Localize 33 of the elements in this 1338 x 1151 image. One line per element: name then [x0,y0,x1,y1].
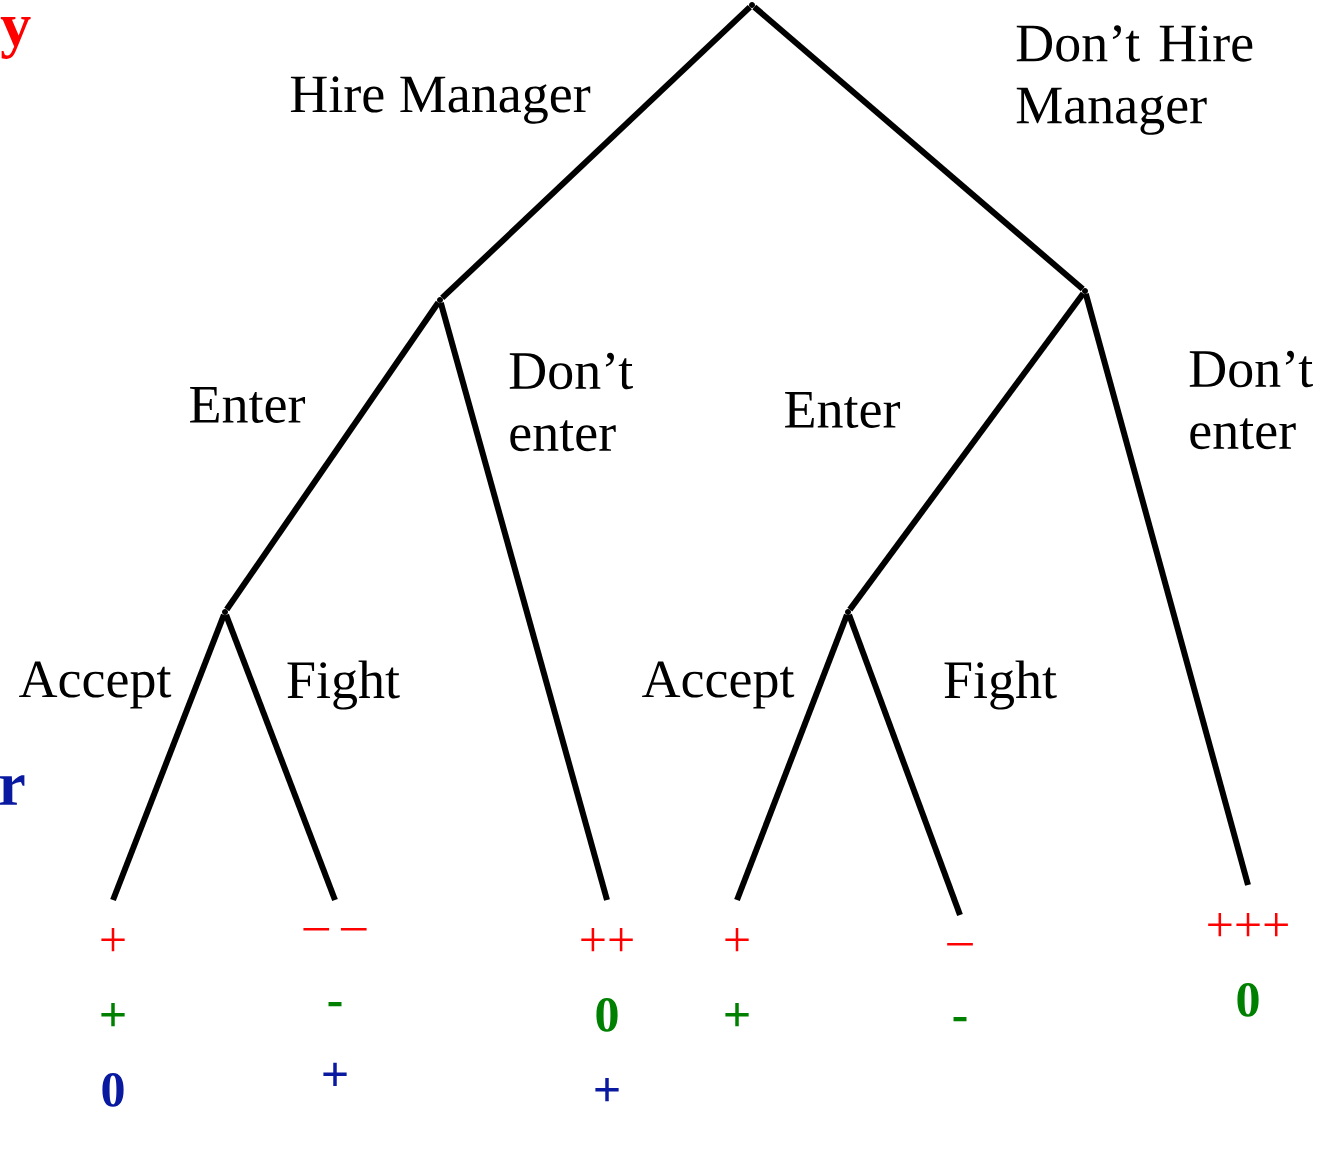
tree-branch [110,613,227,902]
edge-label: Hire Manager [290,76,591,124]
tree-branch [752,4,1085,292]
tree-branch [437,302,610,901]
payoff-stack: + + 0 [101,928,125,1107]
tree-branch [223,613,338,902]
edge-label: Accept [19,661,172,709]
tree-branch [1082,293,1251,886]
edge-label: Accept [642,661,795,709]
branch-point [222,609,228,615]
edge-label: Fight [944,660,1057,710]
edge-label: Don’t Hire Manager [1016,25,1253,135]
branch-point [437,297,443,303]
edge-label: Don’t enter [1189,350,1313,450]
cut-off-letter: r [0,775,25,805]
edge-label: Fight [287,660,400,710]
cut-off-letter: y [0,17,31,59]
tree-branch [734,613,850,902]
payoff-stack: – – - + [303,928,367,1086]
tree-branch [440,4,752,301]
branch-point [1082,288,1088,294]
payoff-stack: ++ 0 + [581,928,633,1102]
tree-branch [224,300,441,612]
payoff-stack: +++ 0 [1208,913,1288,1017]
tree-branch [846,613,963,917]
edge-label: Don’t enter [509,352,633,452]
edge-label: Enter [785,392,901,428]
payoff-stack: + + [725,928,749,1027]
branch-point [749,2,755,8]
edge-label: Enter [190,387,306,423]
branch-point [845,609,851,615]
payoff-stack: – - [947,943,973,1022]
tree-branch [847,291,1086,612]
